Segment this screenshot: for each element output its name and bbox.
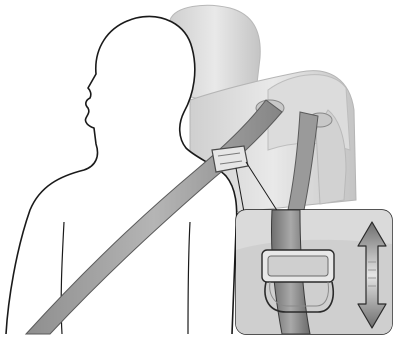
detail-inset	[236, 210, 392, 334]
